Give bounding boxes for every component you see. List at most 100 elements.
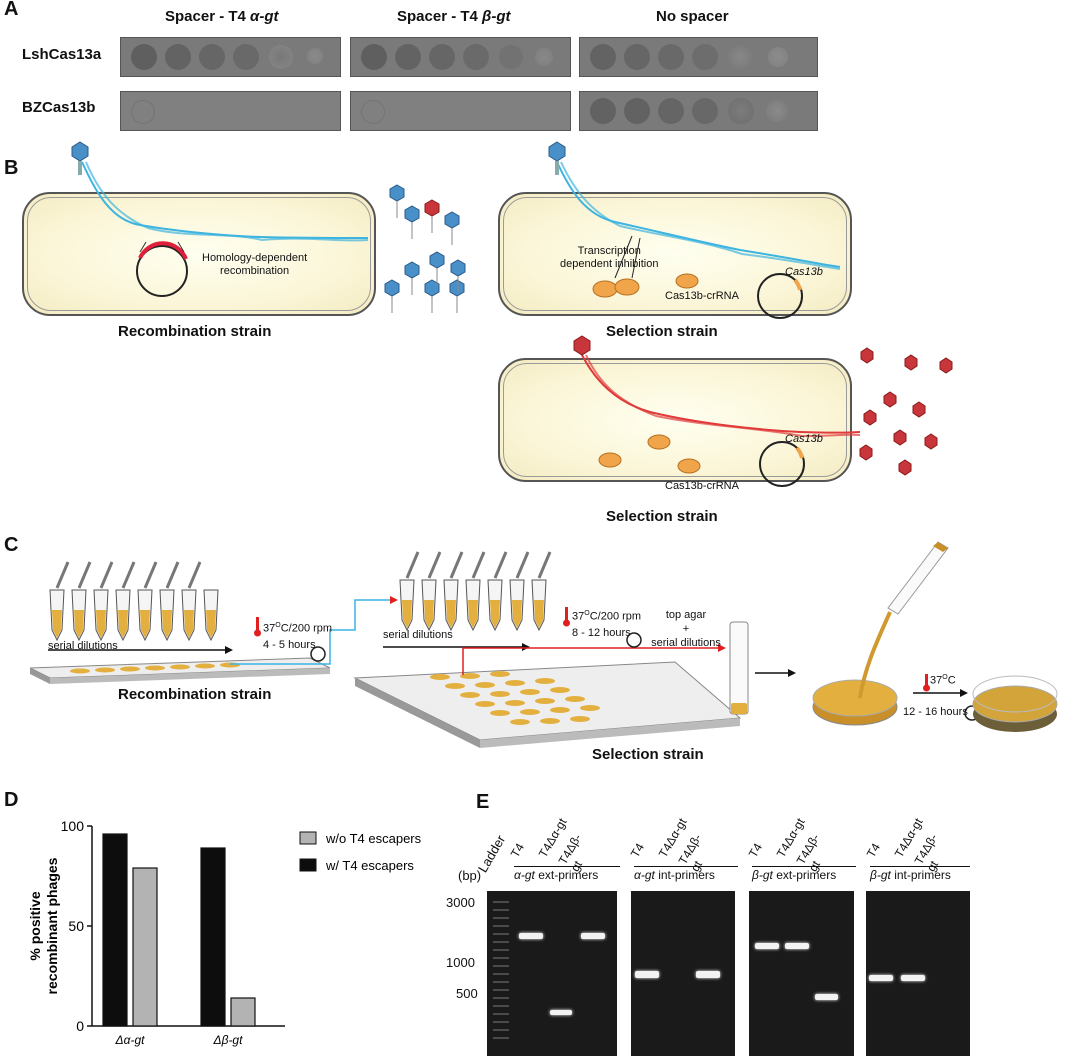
cas13b-label-top: Cas13b <box>785 266 823 278</box>
selection-cell-top <box>498 192 852 316</box>
lane-label: T4 <box>507 840 528 860</box>
y-tick-label: 50 <box>68 918 84 934</box>
hdr-label: Homology-dependent recombination <box>202 252 307 278</box>
condition-3: 37OC <box>930 674 956 687</box>
col-header-nospacer: No spacer <box>656 8 729 25</box>
x-tick-label: Δβ-gt <box>213 1033 244 1047</box>
strain-label-selection-c: Selection strain <box>592 746 704 763</box>
panel-label-c: C <box>4 534 19 556</box>
ladder-lane <box>493 895 509 1045</box>
rest: C/200 rpm <box>280 622 333 635</box>
size-1000: 1000 <box>446 955 475 970</box>
time: 4 - 5 hours <box>263 638 316 651</box>
hdr-line: Homology-dependent <box>202 252 308 264</box>
rest: C <box>947 674 956 687</box>
thermometer-icon <box>254 617 261 637</box>
gel-group-3: T4 T4Δα-gt T4Δβ-gt β-gt ext-primers <box>746 816 860 892</box>
col-header-gene: α-gt <box>250 8 279 25</box>
strain-label-selection-bottom: Selection strain <box>606 508 718 525</box>
arrow-blue <box>230 599 392 665</box>
band <box>550 1010 572 1015</box>
phage-cluster-red <box>859 347 953 476</box>
serial-dilutions-1: serial dilutions <box>48 640 118 652</box>
panel-c-drawing <box>29 541 1058 748</box>
serial-dilutions-2: serial dilutions <box>383 629 453 641</box>
y-tick-label: 100 <box>61 818 85 834</box>
deg: O <box>942 674 948 681</box>
band <box>869 975 893 981</box>
col-header-prefix: Spacer - T4 <box>165 8 251 25</box>
condition-2: 37OC/200 rpm 8 - 12 hours <box>572 606 641 641</box>
primer-label: ext-primers <box>534 868 599 882</box>
plate-bz-beta <box>350 91 571 131</box>
bar-with-escapers <box>200 847 226 1027</box>
plate-bz-alpha <box>120 91 341 131</box>
gene-label: β-gt <box>752 868 773 882</box>
band <box>901 975 925 981</box>
col-header-gene: β-gt <box>482 8 511 25</box>
temp: 37 <box>263 622 276 635</box>
crrna-label-top: Cas13b-crRNA <box>665 290 739 302</box>
condition-1: 37OC/200 rpm 4 - 5 hours <box>263 618 332 653</box>
panel-label-e: E <box>476 791 490 813</box>
legend-label: w/ T4 escapers <box>325 858 414 873</box>
gene-label: β-gt <box>870 868 891 882</box>
plasmid-icon <box>757 273 803 319</box>
x-tick-label: Δα-gt <box>115 1033 146 1047</box>
gel-group-2: T4 T4Δα-gt T4Δβ-gt α-gt int-primers <box>628 816 742 892</box>
tdi-line: Transcription <box>577 245 641 257</box>
gel-beta-ext <box>749 891 854 1056</box>
cas13b-label-bottom: Cas13b <box>785 433 823 445</box>
temp: 37 <box>572 610 585 623</box>
bar-without-escapers <box>230 997 256 1027</box>
band <box>581 933 605 939</box>
y-tick-label: 0 <box>76 1018 84 1034</box>
phage-red <box>424 199 440 217</box>
panel-b-drawing <box>71 141 953 487</box>
panel-label-b: B <box>4 157 19 179</box>
top-agar-line: top agar <box>665 609 707 621</box>
panel-label-a: A <box>4 0 19 20</box>
deg: O <box>275 622 281 629</box>
culture-tube <box>729 621 749 715</box>
gene-label: α-gt <box>514 868 535 882</box>
row-label-bzcas13b: BZCas13b <box>22 99 96 116</box>
legend-swatch <box>299 858 317 872</box>
crrna-label-bottom: Cas13b-crRNA <box>665 480 739 492</box>
primer-label: ext-primers <box>772 868 837 882</box>
plate-bz-nospacer <box>579 91 818 131</box>
band <box>755 943 779 949</box>
strain-label-recombination: Recombination strain <box>118 323 272 340</box>
band <box>815 994 838 1000</box>
thermometer-icon <box>563 607 570 627</box>
phage-icon <box>71 141 89 175</box>
gel-beta-int <box>866 891 970 1056</box>
gene-label: α-gt <box>634 868 655 882</box>
gel-alpha-int <box>631 891 735 1056</box>
lane-label: T4 <box>627 840 648 860</box>
col-header-prefix: Spacer - T4 <box>397 8 483 25</box>
legend-label: w/o T4 escapers <box>325 831 422 846</box>
lane-label: T4 <box>745 840 766 860</box>
bar-without-escapers <box>132 867 158 1027</box>
deep-well-plate-recombination <box>29 657 331 684</box>
time: 8 - 12 hours <box>572 626 631 639</box>
timer-icon <box>626 632 642 648</box>
lane-label: T4 <box>863 840 884 860</box>
bp-label: (bp) <box>458 868 482 883</box>
plate-lsh-alpha <box>120 37 341 77</box>
plate-lsh-nospacer <box>579 37 818 77</box>
gel-alpha-ext <box>487 891 617 1056</box>
phage-dna-blue <box>81 161 369 242</box>
tdi-line: dependent inhibition <box>560 258 659 270</box>
timer-icon <box>310 646 326 662</box>
temp: 37 <box>930 674 943 687</box>
y-axis-label: recombinant phages <box>44 857 60 994</box>
band <box>785 943 809 949</box>
gel-group-4: T4 T4Δα-gt T4Δβ-gt β-gt int-primers <box>864 816 978 892</box>
band <box>635 971 659 978</box>
arrow-red <box>462 647 720 675</box>
band <box>519 933 543 939</box>
top-agar-line: + <box>682 623 690 635</box>
